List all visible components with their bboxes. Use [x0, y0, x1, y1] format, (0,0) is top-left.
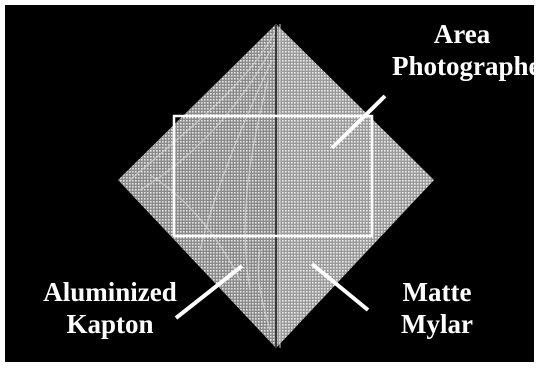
- kapton-label-line1: Aluminized: [22, 276, 198, 308]
- area-label-line2: Photographed: [392, 50, 532, 82]
- mylar-label-line2: Mylar: [372, 308, 502, 340]
- aluminized-kapton-label: Aluminized Kapton: [22, 276, 198, 340]
- matte-mylar-label: Matte Mylar: [372, 276, 502, 340]
- area-label-line1: Area: [392, 18, 532, 50]
- mylar-label-line1: Matte: [372, 276, 502, 308]
- kapton-label-line2: Kapton: [22, 308, 198, 340]
- area-photographed-label: Area Photographed: [392, 18, 532, 82]
